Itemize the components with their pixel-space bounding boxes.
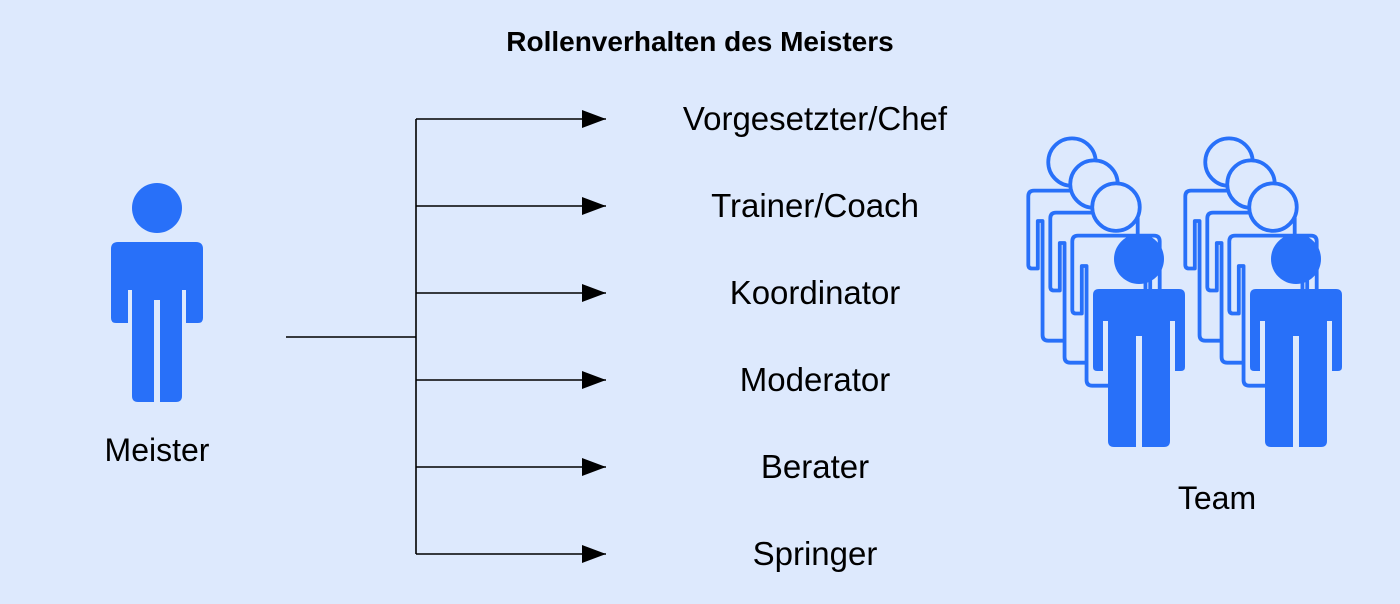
role-label: Trainer/Coach [711,187,919,224]
meister-label: Meister [104,432,210,468]
role-label: Berater [760,448,870,485]
team-icon [1026,136,1185,447]
person-icon [111,183,203,402]
role-label: Vorgesetzter/Chef [682,100,948,137]
role-label: Springer [752,535,878,572]
diagram-title: Rollenverhalten des Meisters [506,26,894,57]
team-icon [1183,136,1342,447]
role-label: Moderator [739,361,891,398]
team-label: Team [1177,480,1257,516]
connector-tree [286,110,606,563]
role-label: Koordinator [729,274,901,311]
